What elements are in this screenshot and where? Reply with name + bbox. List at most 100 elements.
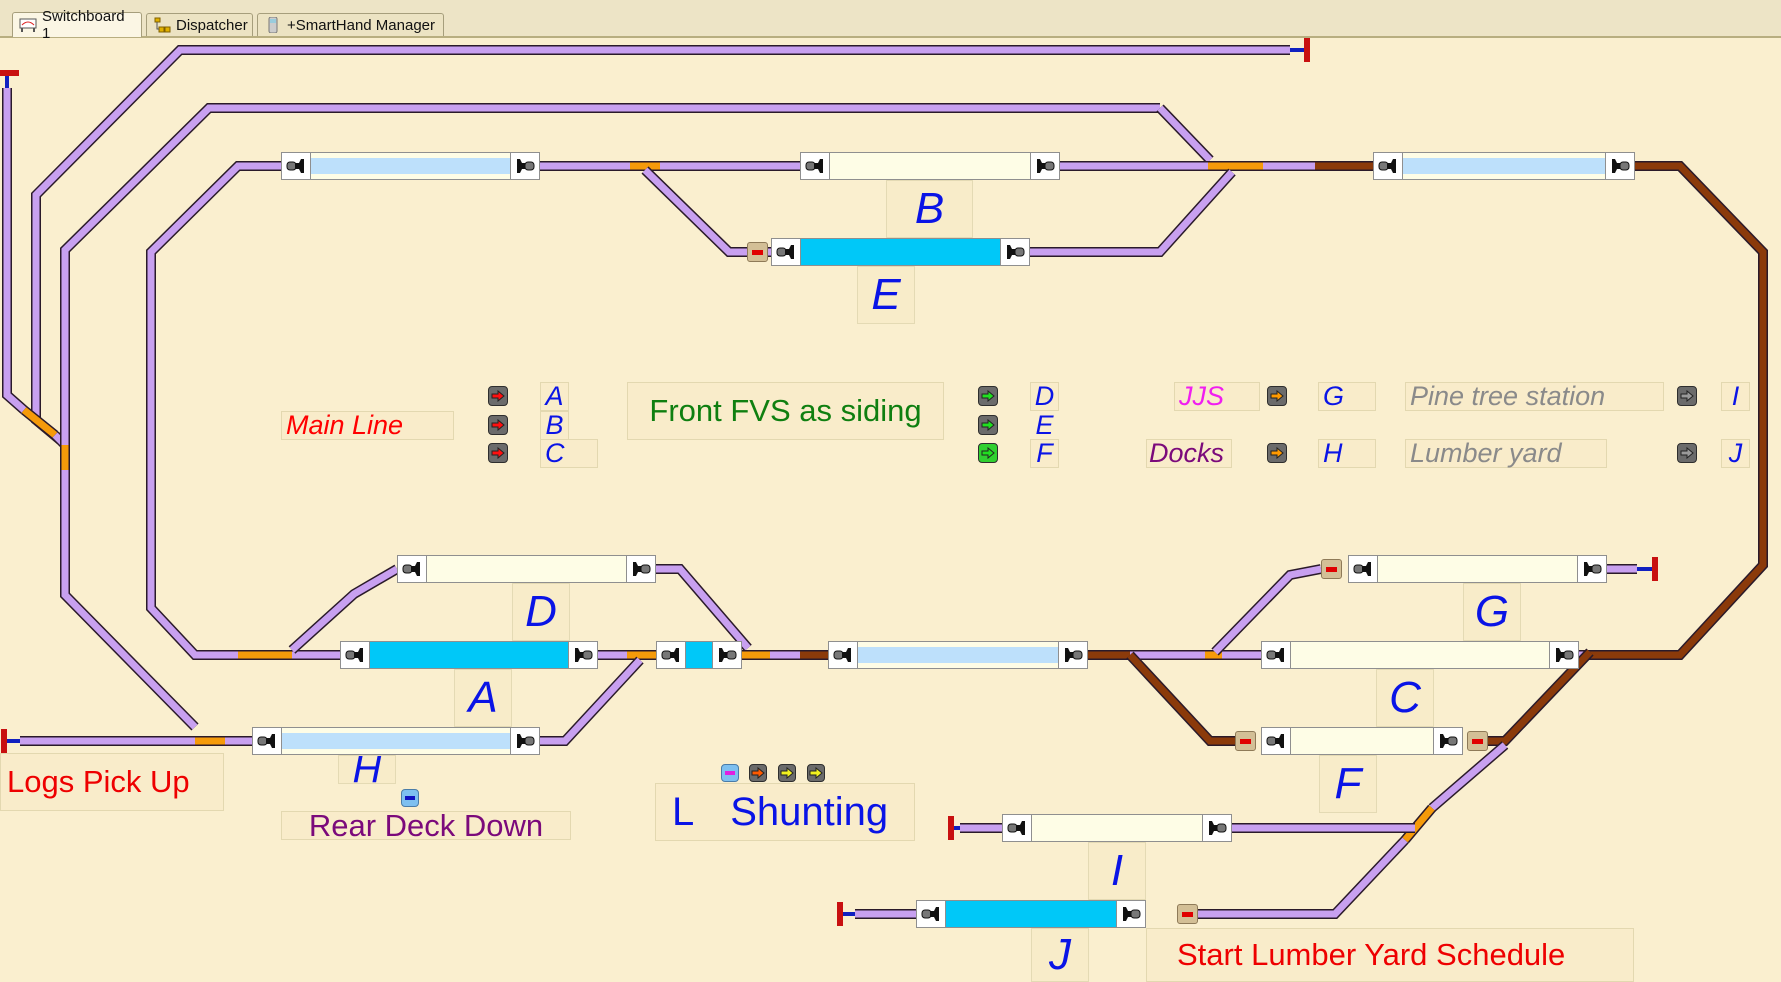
block-end-right: [510, 728, 539, 754]
block-J[interactable]: [916, 900, 1146, 928]
track-segment: [147, 162, 281, 659]
track-segment: [1157, 105, 1213, 163]
block-label-I: I: [1088, 842, 1146, 900]
route-button-E[interactable]: [978, 415, 998, 435]
route-button-G[interactable]: [1267, 386, 1287, 406]
track-segment: [540, 657, 643, 745]
track-segment: [289, 565, 399, 653]
signal[interactable]: [1321, 559, 1342, 579]
block-end-left: [772, 239, 801, 265]
start-lumber-yard-schedule-button[interactable]: Start Lumber Yard Schedule: [1146, 928, 1634, 982]
signal[interactable]: [1467, 731, 1488, 751]
logs-pick-up-button[interactable]: Logs Pick Up: [0, 753, 224, 811]
block-small[interactable]: [656, 641, 742, 669]
track-segment: [21, 407, 58, 438]
label-text: H: [1323, 438, 1343, 468]
block-end-right: [568, 642, 597, 668]
tab-switchboard-1[interactable]: Switchboard 1: [12, 8, 142, 42]
track-segment: [1212, 565, 1322, 655]
route-target-A: A: [540, 381, 569, 411]
block-top-right[interactable]: [1373, 152, 1635, 180]
block-H[interactable]: [252, 727, 540, 755]
track-segment: [146, 161, 281, 660]
buffer-stop-icon: [948, 816, 954, 840]
switchboard-icon: [19, 17, 37, 33]
buffer-stop-icon: [1, 729, 7, 753]
block-C[interactable]: [1261, 641, 1579, 669]
label-text: E: [1035, 410, 1054, 440]
pine-tree-station-label: Pine tree station: [1405, 381, 1664, 411]
block-label-text: B: [914, 184, 945, 233]
signal[interactable]: [1235, 731, 1256, 751]
label-text: A: [545, 381, 564, 411]
block-F[interactable]: [1261, 727, 1463, 755]
shunting-stop-button[interactable]: [721, 764, 739, 782]
label-text: G: [1323, 381, 1345, 411]
train-direction-icon: [719, 648, 737, 662]
label-text: Logs Pick Up: [7, 764, 190, 799]
signal[interactable]: [747, 242, 768, 262]
route-button-H[interactable]: [1267, 443, 1287, 463]
buffer-stop-icon: [0, 70, 19, 76]
block-label-text: H: [352, 755, 382, 784]
route-button-B[interactable]: [488, 415, 508, 435]
route-button-D[interactable]: [978, 386, 998, 406]
route-button-I[interactable]: [1677, 386, 1697, 406]
block-top-left[interactable]: [281, 152, 540, 180]
shunting-route-button-2[interactable]: [778, 764, 796, 782]
block-G[interactable]: [1348, 555, 1607, 583]
block-end-left: [829, 642, 858, 668]
train-direction-icon: [575, 648, 593, 662]
block-end-right: [1000, 239, 1029, 265]
lumber-yard-label: Lumber yard: [1405, 438, 1607, 468]
handheld-icon: [264, 16, 282, 34]
train-direction-icon: [661, 648, 679, 662]
train-direction-icon: [517, 734, 535, 748]
arrow-right-icon: [981, 447, 995, 459]
route-button-J[interactable]: [1677, 443, 1697, 463]
train-direction-icon: [1007, 821, 1025, 835]
train-direction-icon: [1612, 159, 1630, 173]
tab-smarthand-manager[interactable]: +SmartHand Manager: [257, 13, 444, 36]
block-A[interactable]: [340, 641, 598, 669]
block-mid-long[interactable]: [828, 641, 1088, 669]
route-target-E: E: [1030, 410, 1059, 440]
train-direction-icon: [402, 562, 420, 576]
route-button-A[interactable]: [488, 386, 508, 406]
train-direction-icon: [1037, 159, 1055, 173]
route-target-C: C: [540, 438, 598, 468]
track-segment: [61, 104, 1160, 445]
train-direction-icon: [1065, 648, 1083, 662]
shunting-route-button-3[interactable]: [807, 764, 825, 782]
tab-dispatcher[interactable]: Dispatcher: [146, 13, 253, 36]
label-text: JJS: [1179, 381, 1225, 411]
shunting-route-button-1[interactable]: [749, 764, 767, 782]
rear-deck-toggle-button[interactable]: [401, 789, 419, 807]
train-direction-icon: [1378, 159, 1396, 173]
tab-label: Switchboard 1: [42, 8, 125, 42]
block-label-text: E: [871, 270, 901, 319]
track-segment: [1030, 168, 1236, 257]
block-D[interactable]: [397, 555, 656, 583]
tab-label: +SmartHand Manager: [287, 16, 435, 34]
label-text: Docks: [1149, 439, 1225, 468]
train-direction-icon: [633, 562, 651, 576]
rear-deck-down-button[interactable]: Rear Deck Down: [281, 808, 571, 843]
block-end-right: [1058, 642, 1087, 668]
track-segment: [1429, 742, 1508, 811]
block-I[interactable]: [1002, 814, 1232, 842]
block-B[interactable]: [800, 152, 1060, 180]
label-text: J: [1728, 438, 1743, 468]
minus-icon: [405, 796, 415, 800]
block-end-left: [1262, 642, 1291, 668]
block-end-left: [1349, 556, 1378, 582]
route-button-F[interactable]: [978, 443, 998, 463]
track-segment: [1030, 169, 1235, 256]
block-end-left: [801, 153, 830, 179]
dispatcher-icon: [153, 17, 171, 33]
tab-label: Dispatcher: [176, 16, 248, 34]
block-E[interactable]: [771, 238, 1030, 266]
route-button-C[interactable]: [488, 443, 508, 463]
signal[interactable]: [1177, 904, 1198, 924]
